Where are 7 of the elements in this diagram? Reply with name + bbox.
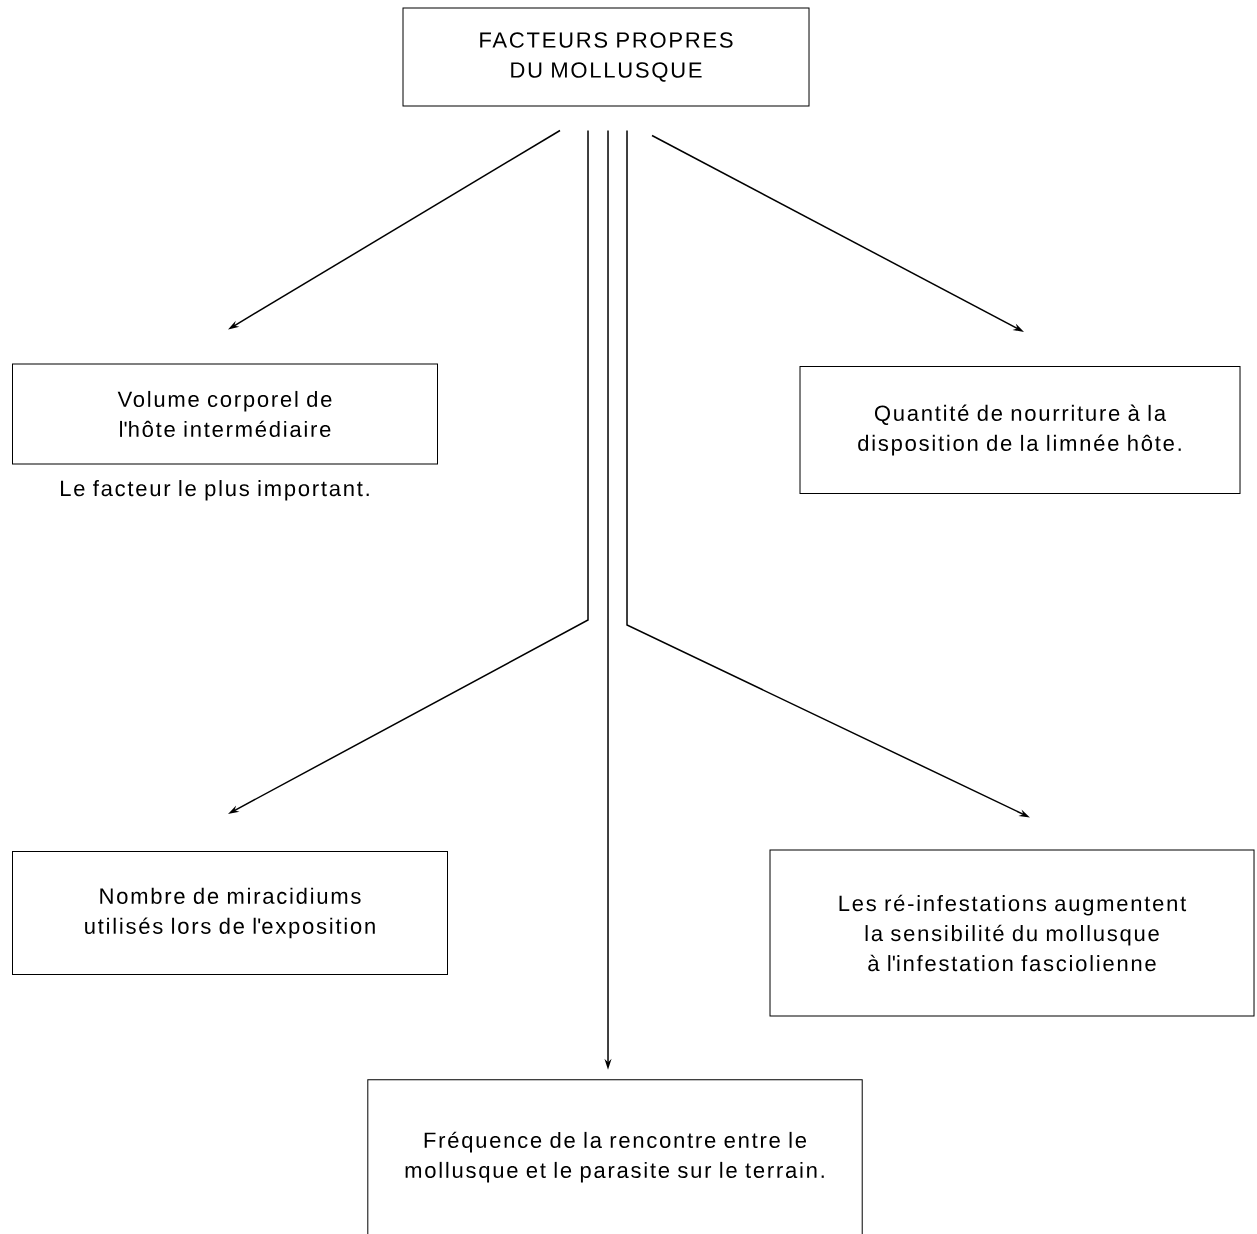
text-box: Fréquence de la rencontre entre le mollusque et le parasite sur le terrain. [367,1079,863,1234]
text-box: Volume corporel de l'hôte intermédiaire [12,363,438,465]
text-box: FACTEURS PROPRES DU MOLLUSQUE [402,7,810,107]
text-box: Nombre de miracidiums utilisés lors de l'exposition [12,851,448,975]
text-box: Quantité de nourriture à la disposition de la limnée hôte. [799,366,1241,494]
text-box: Les ré-infestations augmentent la sensibilité du mollusque à l'infestation fasciolienne [769,849,1255,1017]
note: Le facteur le plus important. [61,480,369,501]
